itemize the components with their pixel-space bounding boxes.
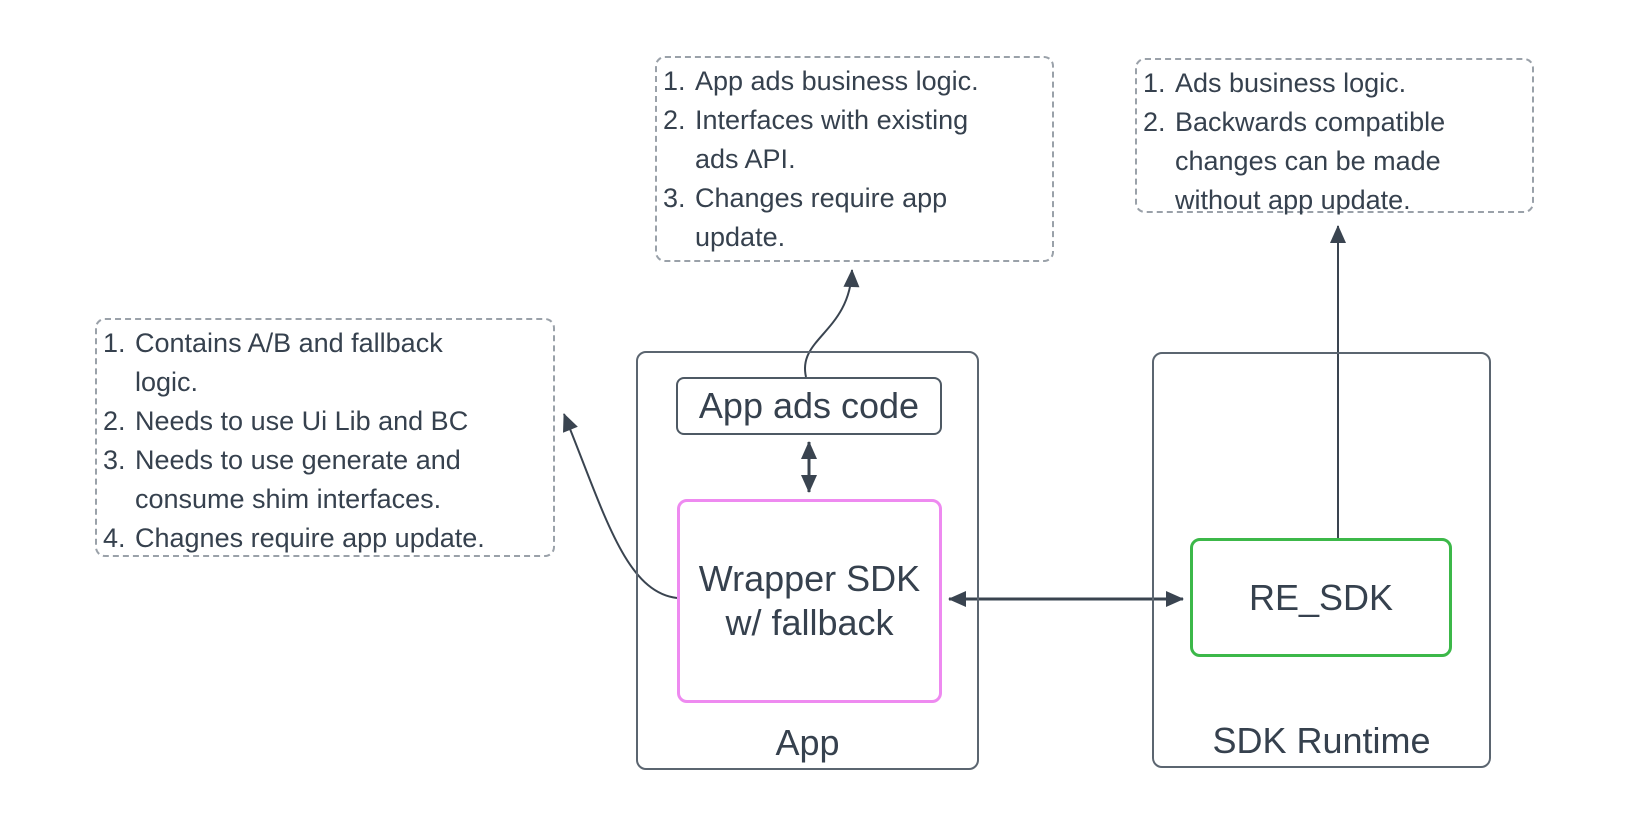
note-item: Chagnes require app update. bbox=[133, 519, 545, 558]
app-ads-code-note-list: App ads business logic.Interfaces with e… bbox=[657, 58, 1052, 257]
note-item: Contains A/B and fallback logic. bbox=[133, 324, 545, 402]
re-sdk-box: RE_SDK bbox=[1190, 538, 1452, 657]
note-item: Needs to use Ui Lib and BC bbox=[133, 402, 545, 441]
wrapper-sdk-note-list: Contains A/B and fallback logic.Needs to… bbox=[97, 320, 553, 558]
note-item: Ads business logic. bbox=[1173, 64, 1524, 103]
note-item: Needs to use generate and consume shim i… bbox=[133, 441, 545, 519]
app-ads-code-note: App ads business logic.Interfaces with e… bbox=[655, 56, 1054, 262]
note-item: Changes require app update. bbox=[693, 179, 1044, 257]
wrapper-sdk-label: Wrapper SDK w/ fallback bbox=[698, 558, 921, 643]
app-ads-code-label: App ads code bbox=[698, 385, 920, 426]
wrapper-sdk-box: Wrapper SDK w/ fallback bbox=[677, 499, 942, 703]
note-item: App ads business logic. bbox=[693, 62, 1044, 101]
sdk-runtime-container-label: SDK Runtime bbox=[1212, 720, 1431, 761]
sdk-runtime-container: SDK Runtime bbox=[1152, 352, 1491, 768]
note-item: Backwards compatible changes can be made… bbox=[1173, 103, 1524, 220]
app-container-label: App bbox=[775, 722, 840, 763]
re-sdk-note: Ads business logic.Backwards compatible … bbox=[1135, 58, 1534, 215]
re-sdk-label: RE_SDK bbox=[1248, 576, 1394, 618]
note-item: Interfaces with existing ads API. bbox=[693, 101, 1044, 179]
app-ads-code-box: App ads code bbox=[676, 377, 942, 435]
re-sdk-note-list: Ads business logic.Backwards compatible … bbox=[1137, 60, 1532, 220]
app-container: App bbox=[636, 351, 979, 770]
wrapper-sdk-note: Contains A/B and fallback logic.Needs to… bbox=[95, 318, 555, 557]
